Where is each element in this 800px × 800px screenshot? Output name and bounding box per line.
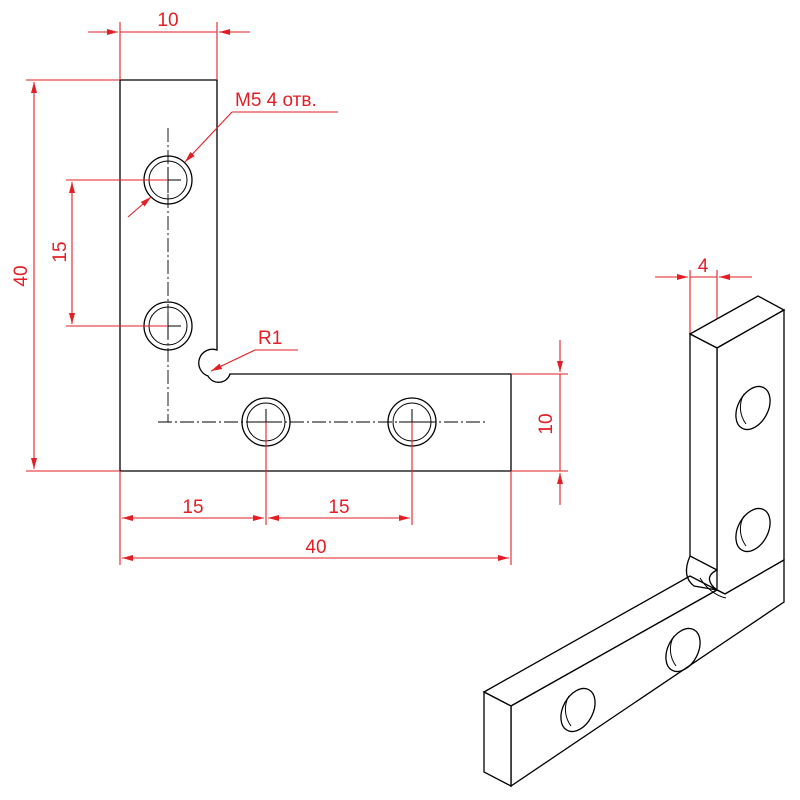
dim-horizontal-spacing-2: 15 xyxy=(328,497,349,518)
dim-vertical-spacing: 15 xyxy=(50,241,71,262)
isometric-view xyxy=(482,295,786,788)
dim-fillet-radius: R1 xyxy=(258,328,282,349)
iso-horizontal-end-face xyxy=(483,690,512,788)
bracket-outline xyxy=(119,79,512,472)
iso-hole-3 xyxy=(665,627,701,673)
dimensions: 10 M5 4 отв. 15 40 R1 10 15 15 xyxy=(11,10,752,565)
iso-hole-1 xyxy=(735,385,771,431)
hole-spec-label: M5 4 отв. xyxy=(235,90,317,111)
iso-vertical-side-face xyxy=(689,332,718,572)
iso-hole-4 xyxy=(560,687,596,733)
dim-plate-thickness: 4 xyxy=(698,256,709,277)
dim-arm-thickness: 10 xyxy=(536,413,557,434)
dim-total-width: 40 xyxy=(305,537,326,558)
dim-horizontal-spacing-1: 15 xyxy=(182,497,203,518)
front-view xyxy=(119,79,512,472)
dim-top-width: 10 xyxy=(157,10,178,31)
dim-total-height: 40 xyxy=(11,265,32,286)
iso-hole-2 xyxy=(735,507,771,553)
iso-fillet xyxy=(685,555,718,591)
